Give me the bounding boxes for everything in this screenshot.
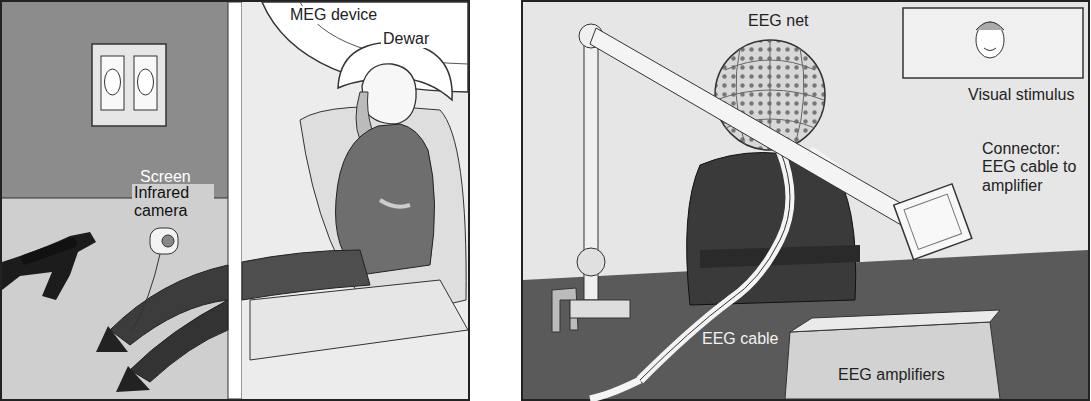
part-label: EEG net (746, 12, 810, 30)
part-label: EEG amplifiers (836, 366, 947, 384)
part-label: Visual stimulus (966, 86, 1076, 104)
part-label: Infrared camera (132, 184, 214, 221)
part-label: EEG cable (700, 330, 780, 348)
part-label: Dewar (381, 30, 431, 48)
eeg-panel (522, 1, 1089, 400)
part-label: Connector: EEG cable to amplifier (980, 140, 1088, 195)
meg-panel (1, 1, 469, 400)
part-label: MEG device (288, 6, 379, 24)
